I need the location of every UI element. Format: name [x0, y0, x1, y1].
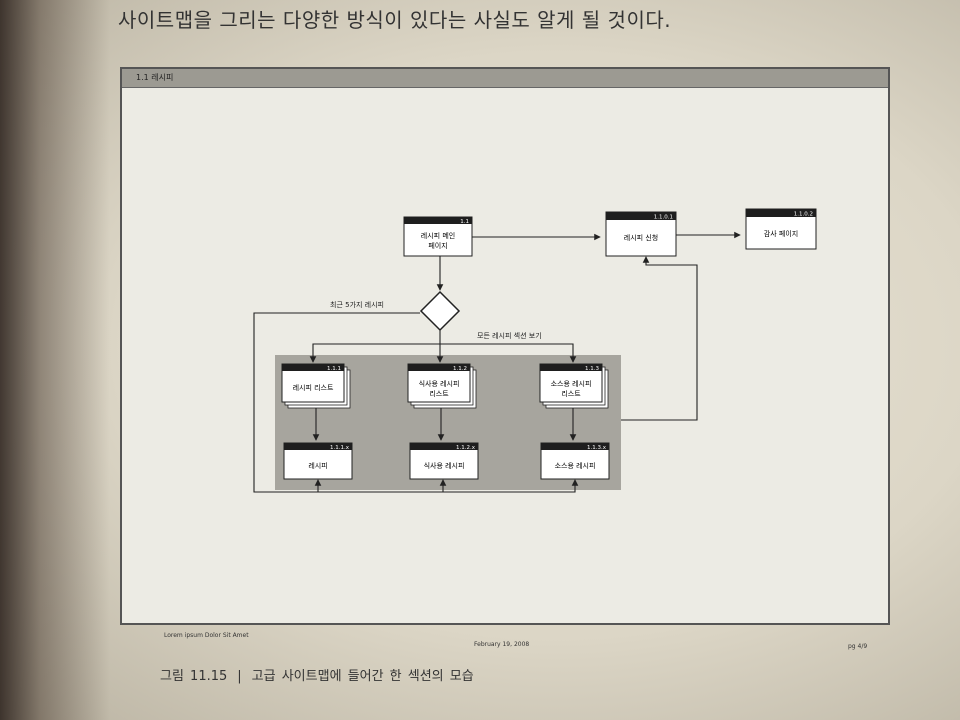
node-list3: 1.1.3 소스용 레시피 리스트 [539, 363, 609, 409]
edge-sauce-to-signup [621, 256, 698, 421]
footer-right: pg 4/9 [848, 643, 868, 650]
node-detail2-label: 식사용 레시피 [424, 461, 465, 470]
node-detail3-label: 소스용 레시피 [555, 461, 596, 470]
footer-center: February 19, 2008 [474, 641, 530, 648]
node-detail3-id: 1.1.3.x [587, 445, 607, 451]
node-list2: 1.1.2 식사용 레시피 리스트 [407, 363, 477, 409]
node-thanks-label: 감사 페이지 [764, 229, 798, 238]
node-list2-label1: 식사용 레시피 [419, 379, 460, 388]
node-detail3: 1.1.3.x 소스용 레시피 [540, 442, 610, 480]
node-signup: 1.1.0.1 레시피 신청 [605, 211, 677, 257]
edge-label-all-sections: 모든 레시피 섹션 보기 [477, 331, 542, 340]
node-list1: 1.1.1 레시피 리스트 [281, 363, 351, 409]
node-detail1-label: 레시피 [308, 461, 327, 470]
node-detail1: 1.1.1.x 레시피 [283, 442, 353, 480]
node-list3-id: 1.1.3 [585, 366, 599, 372]
node-detail1-id: 1.1.1.x [330, 445, 350, 451]
footer-left: Lorem ipsum Dolor Sit Amet [164, 632, 249, 639]
node-list1-id: 1.1.1 [327, 366, 341, 372]
node-thanks-id: 1.1.0.2 [794, 212, 813, 218]
node-signup-label: 레시피 신청 [624, 233, 658, 242]
caption-label: 그림 11.15 [160, 669, 228, 684]
node-list2-label2: 리스트 [429, 389, 449, 398]
figure-caption: 그림 11.15 | 고급 사이트맵에 들어간 한 섹션의 모습 [160, 665, 474, 684]
node-signup-id: 1.1.0.1 [654, 215, 673, 221]
node-list3-label1: 소스용 레시피 [551, 379, 592, 388]
node-thanks: 1.1.0.2 감사 페이지 [745, 208, 817, 250]
node-detail2: 1.1.2.x 식사용 레시피 [409, 442, 479, 480]
edge-label-recent5: 최근 5가지 레시피 [330, 300, 384, 309]
node-main-id: 1.1 [460, 219, 469, 225]
caption-separator: | [237, 669, 242, 684]
decision-diamond [419, 290, 461, 332]
caption-text: 고급 사이트맵에 들어간 한 섹션의 모습 [251, 669, 474, 684]
node-detail2-id: 1.1.2.x [456, 445, 476, 451]
node-list3-label2: 리스트 [561, 389, 581, 398]
node-list1-label: 레시피 리스트 [293, 383, 334, 392]
node-main-label1: 레시피 메인 [421, 231, 455, 240]
node-main: 1.1 레시피 메인 페이지 [403, 216, 473, 257]
node-list2-id: 1.1.2 [453, 366, 467, 372]
node-main-label2: 페이지 [428, 241, 447, 250]
